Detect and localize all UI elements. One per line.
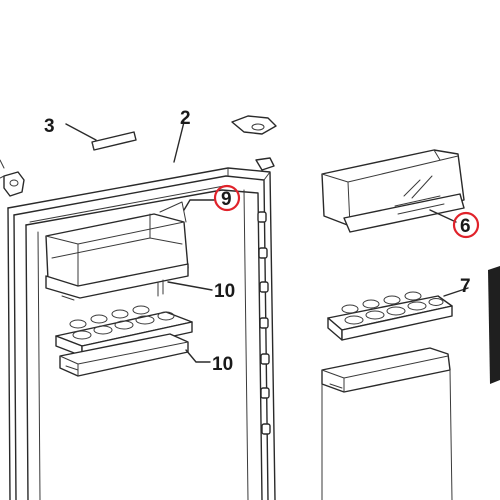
callout-3: 3	[44, 116, 55, 137]
dairy-compartment-part-6	[321, 149, 465, 233]
callout-label-3: 3	[44, 116, 55, 137]
corner-bracket	[0, 159, 25, 197]
callout-10-upper: 10	[214, 281, 235, 302]
cabinet-edge	[488, 266, 500, 384]
callout-label-2: 2	[180, 108, 191, 129]
leader-lines	[65, 121, 469, 363]
trim-strip-part-3	[91, 131, 137, 151]
door-shelf-part-9	[45, 201, 189, 301]
highlight-circle-6	[452, 211, 480, 239]
callout-label-6: 6	[460, 216, 471, 237]
callout-label-7: 7	[460, 276, 471, 297]
door-bin-right	[321, 347, 453, 500]
highlight-circle-9	[213, 184, 241, 212]
callout-label-10-lower: 10	[212, 354, 233, 375]
door-frame	[7, 167, 276, 500]
callout-label-10-upper: 10	[214, 281, 235, 302]
callout-7: 7	[460, 276, 471, 297]
callout-2: 2	[180, 108, 191, 129]
egg-tray-part-7	[327, 291, 453, 341]
callout-9: 9	[213, 184, 241, 212]
callout-10-lower: 10	[212, 354, 233, 375]
hinge-cap	[231, 115, 277, 171]
callout-6: 6	[452, 211, 480, 239]
callout-label-9: 9	[221, 189, 232, 210]
hinge-rail	[257, 211, 271, 435]
